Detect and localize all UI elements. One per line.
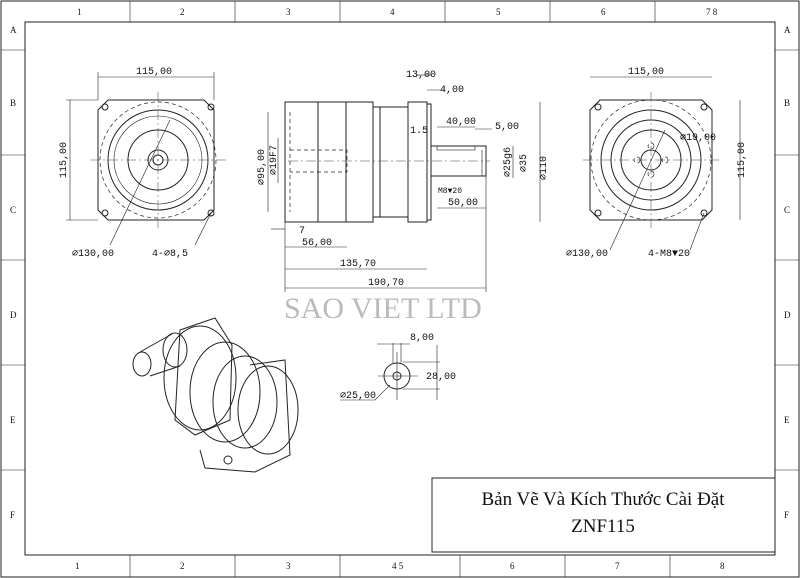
- col-label: 1: [77, 7, 82, 17]
- dim-1-5: 1.5: [410, 126, 428, 137]
- dim-135: 135,70: [340, 259, 376, 270]
- dim-width: 115,00: [136, 67, 172, 78]
- col-label: 2: [180, 561, 185, 571]
- dim-diameter: ⌀25,00: [340, 391, 376, 402]
- row-label: A: [784, 25, 791, 35]
- dim-height: 115,00: [59, 142, 70, 178]
- dim-width: 115,00: [628, 67, 664, 78]
- dim-height: 28,00: [426, 372, 456, 383]
- col-label: 6: [510, 561, 515, 571]
- row-label: F: [10, 510, 15, 520]
- dim-height: 115,00: [737, 142, 748, 178]
- row-label: E: [10, 415, 16, 425]
- dim-56: 56,00: [302, 238, 332, 249]
- row-label: B: [10, 98, 16, 108]
- dim-190: 190,70: [368, 278, 404, 289]
- col-label: 8: [720, 561, 725, 571]
- title-line-1: Bản Vẽ Và Kích Thước Cài Đặt: [481, 489, 725, 510]
- row-label: B: [784, 98, 790, 108]
- isometric-view: [132, 317, 299, 473]
- title-block: Bản Vẽ Và Kích Thước Cài Đặt ZNF115: [431, 477, 776, 553]
- dim-7: 7: [299, 226, 305, 237]
- dim-tap: M8▼20: [438, 187, 462, 196]
- col-label: 6: [601, 7, 606, 17]
- col-label: 1: [75, 561, 80, 571]
- col-label: 2: [180, 7, 185, 17]
- dim-25: ⌀25g6: [503, 147, 514, 177]
- col-label: 7: [615, 561, 620, 571]
- dim-110: ⌀110: [539, 156, 550, 180]
- col-label: 7 8: [706, 7, 718, 17]
- dim-holes: 4-⌀8,5: [152, 249, 188, 260]
- title-model: ZNF115: [571, 516, 635, 537]
- row-label: D: [784, 310, 791, 320]
- row-label: C: [784, 205, 790, 215]
- dim-35: ⌀35: [519, 154, 530, 172]
- dim-40: 40,00: [446, 117, 476, 128]
- dim-taps: 4-M8▼20: [648, 249, 690, 260]
- dim-key: 8,00: [410, 333, 434, 344]
- row-label: D: [10, 310, 17, 320]
- row-label: A: [10, 25, 17, 35]
- dim-pcd: ⌀130,00: [72, 249, 114, 260]
- rear-view: 115,00 115,00 ⌀19,00 ⌀130,00 4-M8▼20: [566, 67, 748, 260]
- dim-19: ⌀19F7: [269, 145, 280, 175]
- dim-pcd: ⌀130,00: [566, 249, 608, 260]
- side-view: SAO VIET LTD 13,00 4,00 1.5 40,00 5,00 ⌀…: [257, 70, 550, 325]
- dim-50: 50,00: [448, 198, 478, 209]
- row-label: F: [784, 510, 789, 520]
- watermark: SAO VIET LTD: [284, 292, 482, 325]
- row-label: C: [10, 205, 16, 215]
- dim-5: 5,00: [495, 122, 519, 133]
- col-label: 3: [286, 7, 291, 17]
- dim-95: ⌀95,00: [257, 149, 268, 185]
- row-label: E: [784, 415, 790, 425]
- col-label: 4: [390, 7, 395, 17]
- dim-13: 13,00: [406, 70, 436, 81]
- dim-bore: ⌀19,00: [680, 133, 716, 144]
- front-view: 115,00 115,00 ⌀130,00 4-⌀8,5: [59, 67, 226, 260]
- col-label: 5: [496, 7, 501, 17]
- col-label: 4 5: [392, 561, 404, 571]
- dim-4: 4,00: [440, 85, 464, 96]
- shaft-section: 8,00 28,00 ⌀25,00: [340, 333, 456, 402]
- col-label: 3: [286, 561, 291, 571]
